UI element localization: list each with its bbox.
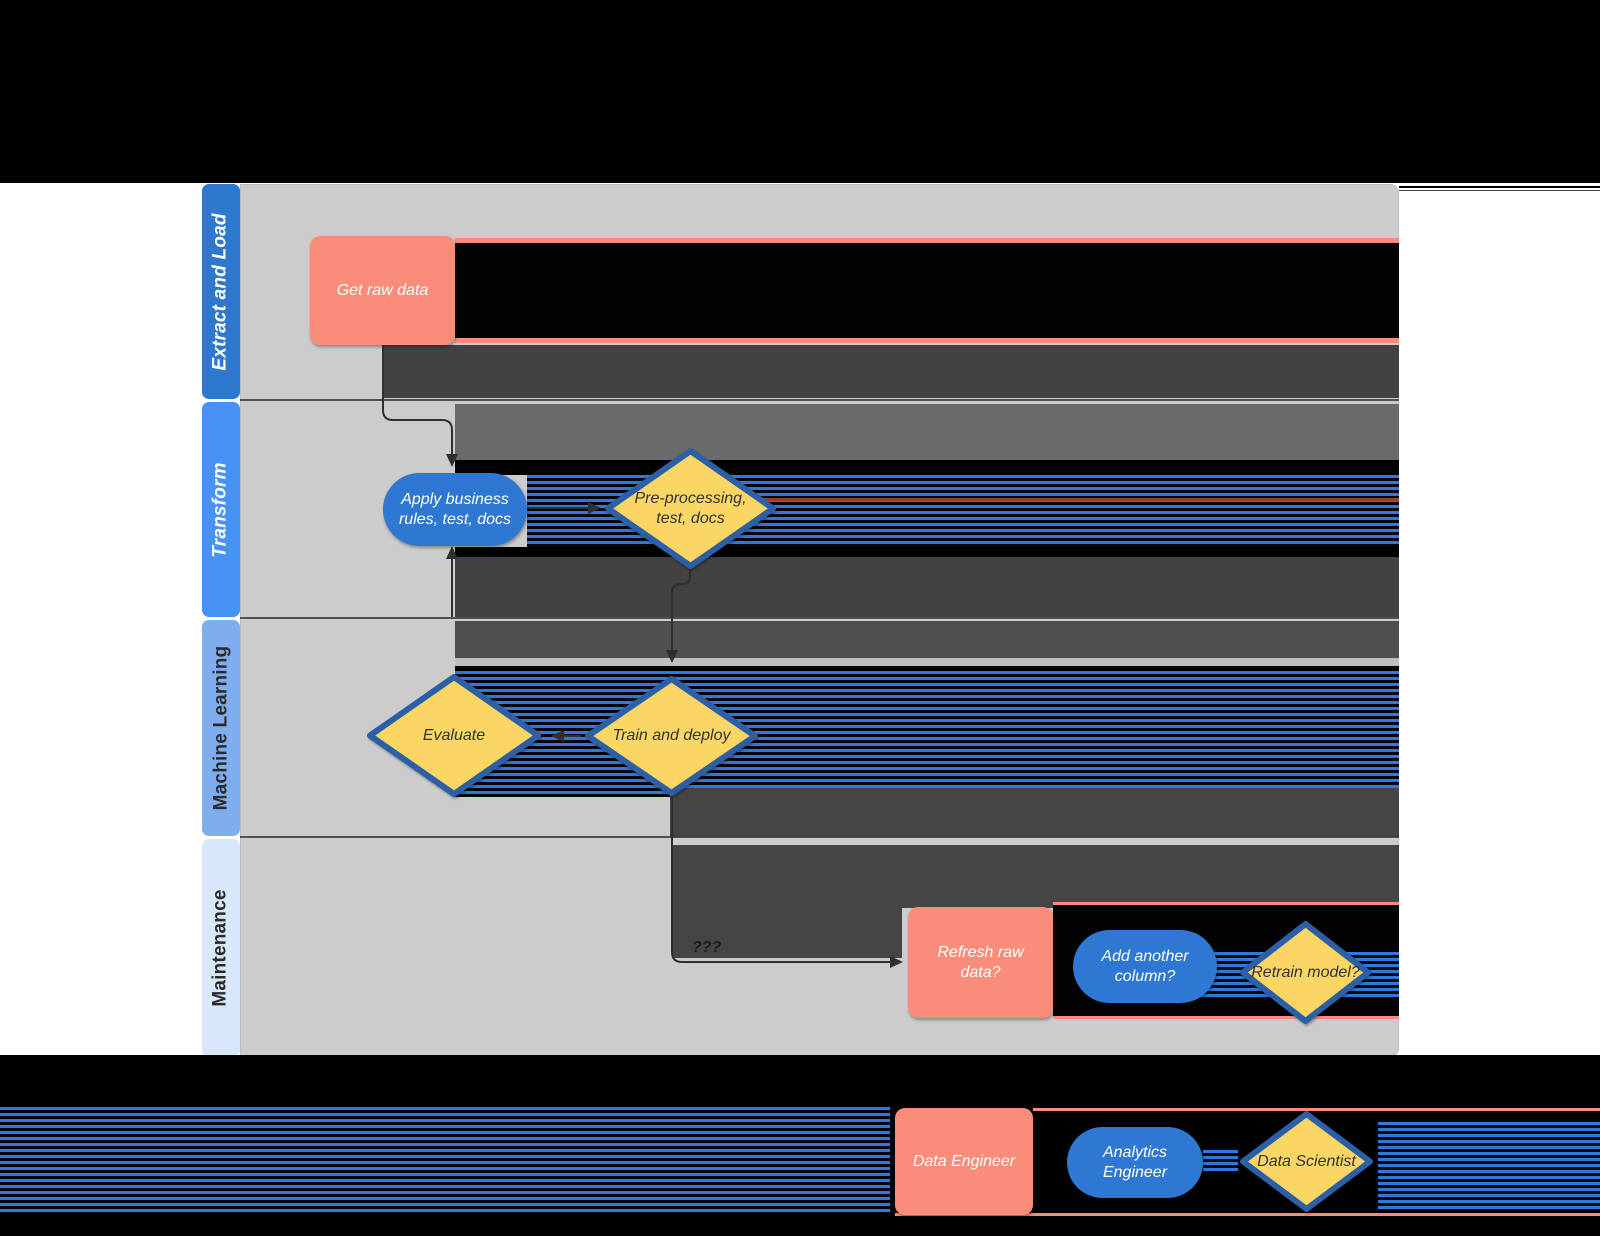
lane-divider <box>240 617 1399 619</box>
node-train-and-deploy[interactable]: Train and deploy <box>581 673 762 799</box>
artifact-black-block <box>455 666 1399 671</box>
node-refresh-raw-data-label: Refresh raw data? <box>937 943 1024 981</box>
artifact-salmon-line <box>455 338 1399 343</box>
legend-data-scientist-label: Data Scientist <box>1257 1152 1356 1170</box>
artifact-salmon-line <box>895 1213 1600 1216</box>
lane-label-extract-and-load: Extract and Load <box>210 212 231 371</box>
artifact-red-line <box>762 498 1399 501</box>
diamond-shape <box>367 674 541 797</box>
node-apply-business-rules[interactable]: Apply business rules, test, docs <box>383 473 527 546</box>
artifact-dark-block <box>670 788 1399 837</box>
node-train-and-deploy-label: Train and deploy <box>612 727 731 744</box>
artifact-black-block <box>455 547 1399 557</box>
lane-header-transform[interactable]: Transform <box>202 402 240 617</box>
artifact-black-block <box>455 243 1399 338</box>
artifact-salmon-line <box>1053 902 1399 905</box>
node-refresh-raw-data[interactable]: Refresh raw data? <box>908 907 1053 1018</box>
artifact-salmon-line <box>455 238 1399 243</box>
top-right-rule-thin <box>1399 190 1600 191</box>
node-retrain-model-label: Retrain model? <box>1251 963 1360 981</box>
lane-divider <box>240 399 1399 401</box>
edge-label-maintenance-loop: ??? <box>692 939 722 956</box>
node-get-raw-data[interactable]: Get raw data <box>310 236 455 345</box>
node-add-another-column-label: Add another column? <box>1101 947 1189 985</box>
node-preprocessing-label: Pre-processing, test, docs <box>634 489 747 527</box>
node-apply-business-rules-label: Apply business rules, test, docs <box>398 490 512 528</box>
top-black-band <box>0 0 1600 183</box>
artifact-dark-block <box>383 345 1399 398</box>
diamond-shape <box>605 448 776 569</box>
lane-label-transform: Transform <box>210 461 232 558</box>
artifact-black-block <box>455 460 1399 475</box>
lane-header-machine-learning[interactable]: Machine Learning <box>202 620 240 836</box>
diamond-shape <box>1240 921 1371 1024</box>
lane-header-maintenance[interactable]: Maintenance <box>202 839 240 1057</box>
artifact-light-line <box>455 658 1399 666</box>
node-evaluate-label: Evaluate <box>422 726 486 744</box>
artifact-dark-block <box>672 845 1399 908</box>
artifact-stripe-block <box>0 1107 890 1213</box>
legend-analytics-engineer[interactable]: Analytics Engineer <box>1067 1127 1203 1198</box>
artifact-stripe-block <box>1203 1150 1238 1172</box>
node-get-raw-data-label: Get raw data <box>336 281 429 299</box>
artifact-mid-block <box>455 621 1399 658</box>
lane-label-maintenance: Maintenance <box>210 889 232 1007</box>
node-preprocessing[interactable]: Pre-processing, test, docs <box>601 445 780 572</box>
swimlane-diagram: Extract and Load Transform Machine Learn… <box>202 184 1399 1057</box>
artifact-salmon-line <box>1033 1108 1600 1111</box>
node-retrain-model[interactable]: Retrain model? <box>1236 918 1375 1027</box>
diamond-shape <box>1240 1111 1373 1212</box>
artifact-salmon-line <box>1053 1016 1399 1019</box>
lane-header-extract-and-load[interactable]: Extract and Load <box>202 184 240 399</box>
artifact-dark-block <box>455 557 1399 617</box>
node-add-another-column[interactable]: Add another column? <box>1073 930 1217 1003</box>
node-evaluate[interactable]: Evaluate <box>363 671 545 800</box>
top-right-rule-thick <box>1399 186 1600 188</box>
diamond-shape <box>585 676 758 796</box>
artifact-mid-block <box>455 404 1399 460</box>
legend-data-scientist[interactable]: Data Scientist <box>1236 1108 1377 1215</box>
legend-data-engineer[interactable]: Data Engineer <box>895 1108 1033 1215</box>
legend-data-engineer-label: Data Engineer <box>912 1152 1016 1170</box>
lane-label-machine-learning: Machine Learning <box>210 645 232 811</box>
lane-divider <box>240 836 1399 838</box>
legend-analytics-engineer-label: Analytics Engineer <box>1102 1143 1168 1181</box>
artifact-stripe-block <box>1378 1122 1600 1210</box>
